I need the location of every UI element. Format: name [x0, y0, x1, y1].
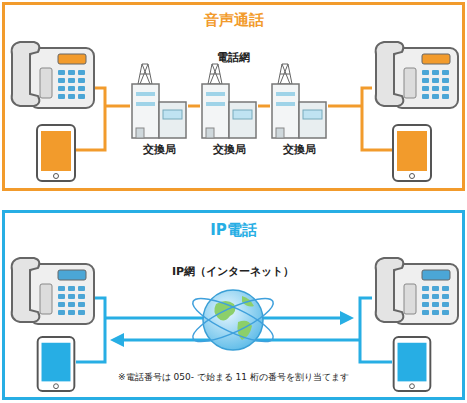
- wire: [328, 105, 362, 108]
- smartphone: [393, 125, 431, 181]
- smartphone: [394, 337, 431, 391]
- smartphone: [37, 125, 75, 181]
- wire: [105, 105, 130, 108]
- exchange-node: 交換局: [200, 62, 258, 158]
- panel-title: IP電話: [5, 221, 462, 240]
- exchange-node: 交換局: [130, 62, 188, 158]
- exchange-building: [270, 62, 328, 140]
- exchange-label: 交換局: [130, 142, 188, 157]
- exchange-building: [130, 62, 188, 140]
- desk-phone: [12, 258, 94, 324]
- phone-wires: [76, 88, 392, 150]
- exchange-label: 交換局: [200, 142, 258, 157]
- network-link: [188, 105, 200, 108]
- exchange-building: [200, 62, 258, 140]
- network-label: 電話網: [180, 50, 286, 65]
- panel-band: IP電話 IP網（インターネット）: [2, 210, 465, 400]
- panel-title: 音声通話: [5, 11, 462, 30]
- smartphone: [38, 337, 75, 391]
- network-link: [258, 105, 270, 108]
- network-label: IP網（インターネット）: [168, 264, 298, 279]
- internet-globe: [168, 278, 298, 352]
- desk-phone: [376, 258, 458, 324]
- arrow-head: [110, 333, 124, 347]
- desk-phone: [12, 42, 94, 108]
- exchange-label: 交換局: [270, 142, 328, 157]
- panel-band: 音声通話交換局交換局交換局: [2, 2, 465, 191]
- desk-phone: [376, 42, 458, 108]
- footnote: ※電話番号は 050- で始まる 11 桁の番号を割り当てます: [0, 371, 467, 384]
- arrow-head: [340, 311, 354, 325]
- network-node: IP網（インターネット）: [168, 264, 298, 354]
- exchange-node: 交換局: [270, 62, 328, 158]
